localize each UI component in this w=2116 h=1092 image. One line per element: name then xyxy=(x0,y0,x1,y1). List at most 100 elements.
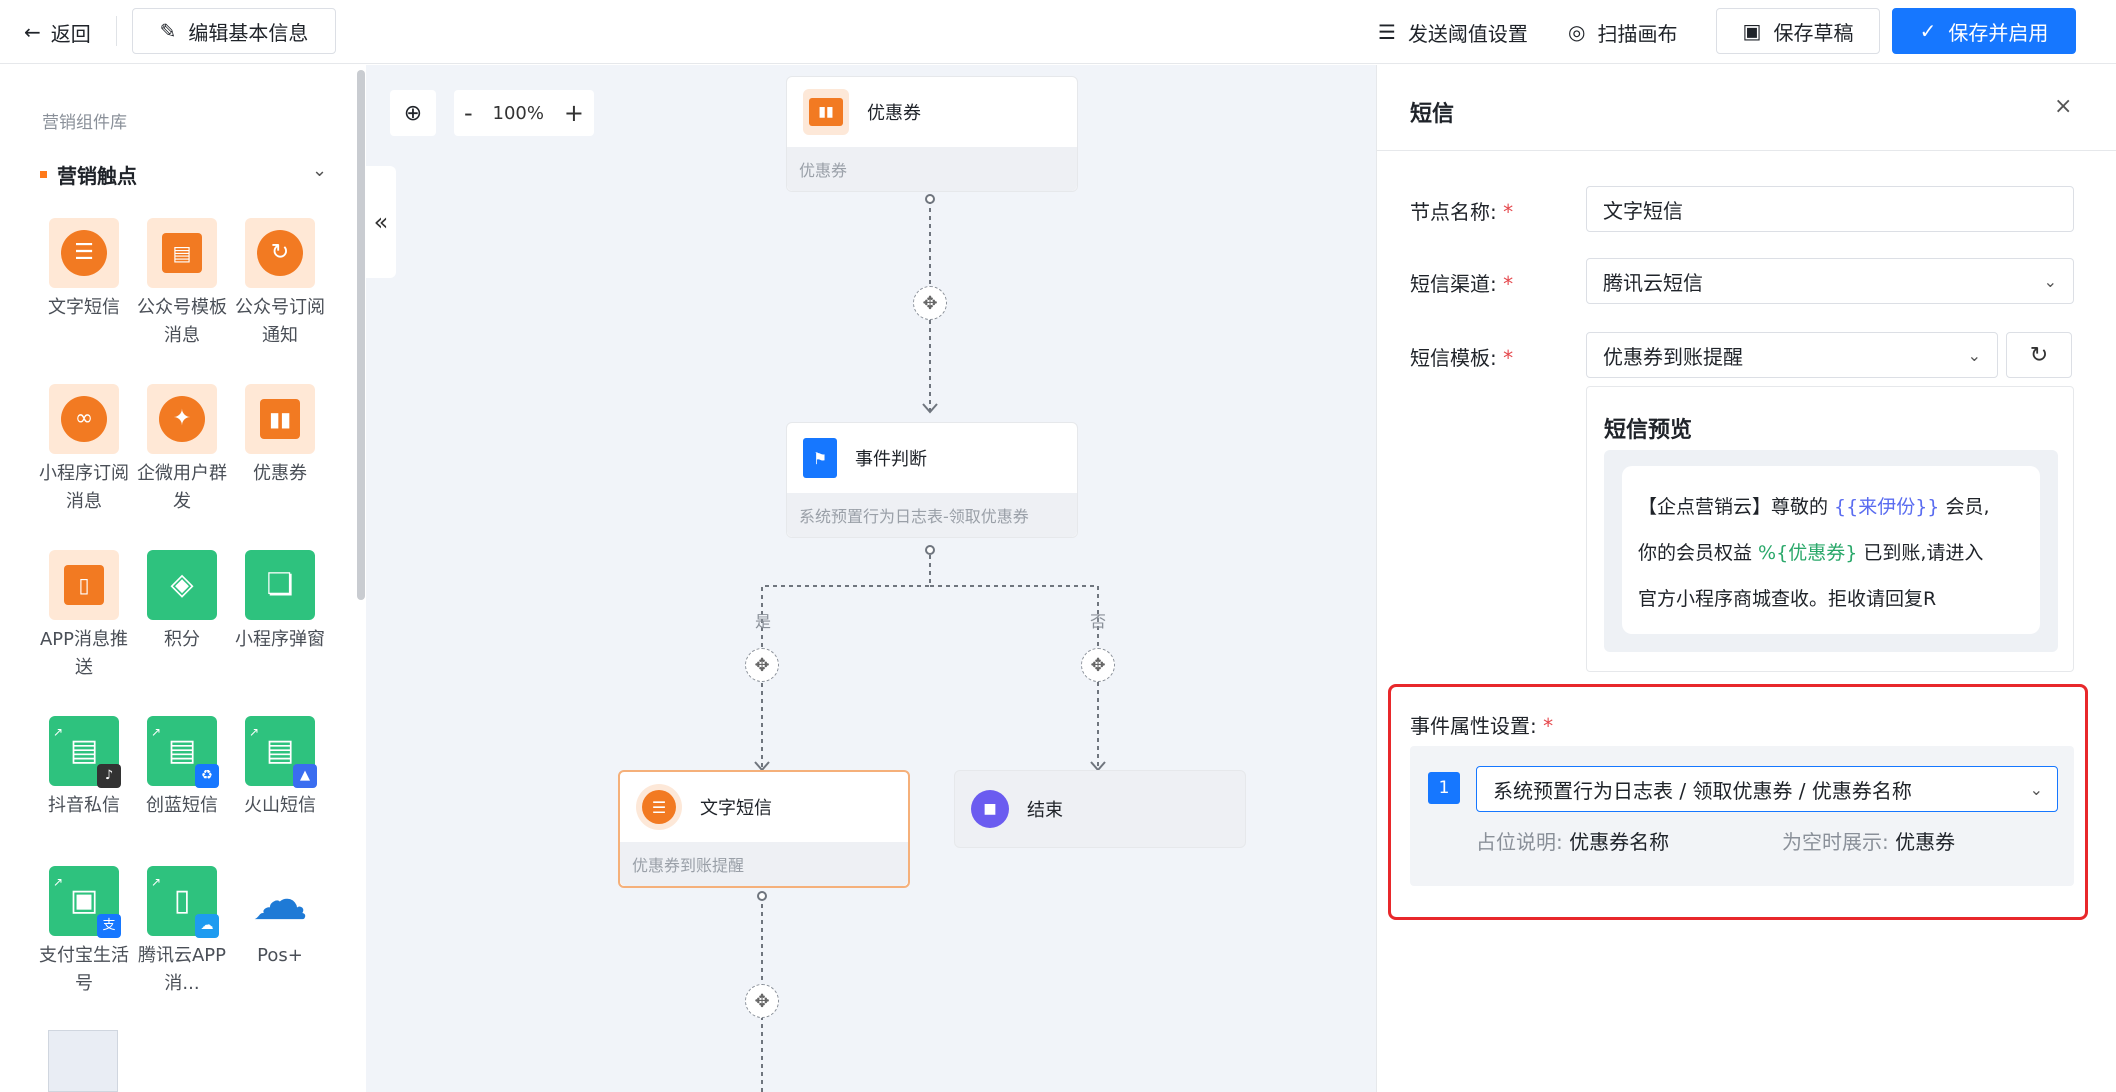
node-title: 优惠券 xyxy=(867,103,921,124)
edit-info-button[interactable]: ✎ 编辑基本信息 xyxy=(132,8,336,54)
save-icon: ▣ xyxy=(1742,19,1762,43)
node-coupon[interactable]: ▮▮ 优惠券 优惠券 xyxy=(786,76,1078,192)
component-label: 火山短信 xyxy=(244,795,316,816)
volcano-sms-icon: ↗▤▲ xyxy=(245,716,317,788)
zoom-control: - 100% + xyxy=(454,90,594,136)
component-label: 优惠券 xyxy=(253,463,307,484)
threshold-settings-link[interactable]: ☰ 发送阈值设置 xyxy=(1378,14,1528,50)
node-desc: 优惠券 xyxy=(787,147,1077,191)
component-coupon[interactable]: ▮▮ 优惠券 xyxy=(232,384,328,488)
scan-label: 扫描画布 xyxy=(1597,21,1678,46)
zoom-in-button[interactable]: + xyxy=(563,99,585,127)
coupon-icon: ▮▮ xyxy=(245,384,315,454)
node-sms[interactable]: ☰ 文字短信 优惠券到账提醒 xyxy=(618,770,910,888)
add-node-button[interactable]: ✥ xyxy=(913,286,947,320)
zoom-out-button[interactable]: - xyxy=(463,99,473,127)
component-subscribe-notice[interactable]: ↻ 公众号订阅通知 xyxy=(232,218,328,350)
template-message-icon: ▤ xyxy=(147,218,217,288)
scan-canvas-link[interactable]: ◎ 扫描画布 xyxy=(1568,14,1677,50)
chevron-down-icon[interactable]: ⌄ xyxy=(312,160,328,181)
event-attr-label: 事件属性设置: * xyxy=(1410,710,1553,739)
meta-key: 占位说明: xyxy=(1476,830,1563,854)
component-miniprogram-popup[interactable]: ❏ 小程序弹窗 xyxy=(232,550,328,654)
meta-value: 优惠券名称 xyxy=(1569,830,1670,854)
empty-display: 为空时展示: 优惠券 xyxy=(1782,826,1955,855)
component-label: 文字短信 xyxy=(48,297,120,318)
add-node-button[interactable]: ✥ xyxy=(745,984,779,1018)
sidebar-scrollbar[interactable] xyxy=(357,70,365,600)
locate-button[interactable]: ⊕ xyxy=(390,90,436,136)
node-title: 事件判断 xyxy=(855,449,927,470)
add-node-button[interactable]: ✥ xyxy=(1081,648,1115,682)
check-icon: ✓ xyxy=(1919,19,1937,43)
sliders-icon: ☰ xyxy=(1378,20,1396,44)
double-chevron-left-icon: « xyxy=(373,208,389,236)
meta-key: 为空时展示: xyxy=(1782,830,1889,854)
save-draft-button[interactable]: ▣ 保存草稿 xyxy=(1716,8,1880,54)
cloud-icon: ☁ xyxy=(252,868,308,933)
node-event-judge[interactable]: ⚑ 事件判断 系统预置行为日志表-领取优惠券 xyxy=(786,422,1078,538)
template-label: 短信模板: * xyxy=(1410,342,1513,371)
component-wecom-broadcast[interactable]: ✦ 企微用户群发 xyxy=(134,384,230,516)
sms-icon: ☰ xyxy=(636,784,682,830)
section-title: 营销触点 xyxy=(57,164,137,188)
save-enable-button[interactable]: ✓ 保存并启用 xyxy=(1892,8,2076,54)
component-app-push[interactable]: ▯ APP消息推送 xyxy=(36,550,132,682)
label-text: 节点名称: xyxy=(1410,200,1497,224)
component-tencent-app-message[interactable]: ↗▯☁ 腾讯云APP消... xyxy=(134,866,230,998)
node-name-input[interactable]: 文字短信 xyxy=(1586,186,2074,232)
stop-icon: ■ xyxy=(971,790,1009,828)
chevron-down-icon: ⌄ xyxy=(1967,345,1981,365)
preview-text: 会员, xyxy=(1939,496,1990,518)
add-node-button[interactable]: ✥ xyxy=(745,648,779,682)
threshold-label: 发送阈值设置 xyxy=(1407,21,1528,46)
preview-text: 已到账,请进入 xyxy=(1857,542,1984,564)
component-pos[interactable]: ☁ Pos+ xyxy=(232,866,328,970)
miniprogram-popup-icon: ❏ xyxy=(245,550,315,620)
select-value: 腾讯云短信 xyxy=(1603,270,1703,295)
event-judge-icon: ⚑ xyxy=(803,438,837,478)
flow-canvas[interactable] xyxy=(366,65,1376,1092)
placeholder-desc: 占位说明: 优惠券名称 xyxy=(1476,826,1669,855)
arrow-left-icon: ← xyxy=(24,20,41,44)
component-points[interactable]: ◈ 积分 xyxy=(134,550,230,654)
preview-text: 你的会员权益 xyxy=(1638,542,1759,564)
required-mark: * xyxy=(1543,714,1554,738)
channel-select[interactable]: 腾讯云短信 ⌄ xyxy=(1586,258,2074,304)
points-icon: ◈ xyxy=(147,550,217,620)
chevron-down-icon: ⌄ xyxy=(2043,271,2057,291)
required-mark: * xyxy=(1503,200,1514,224)
component-volcano-sms[interactable]: ↗▤▲ 火山短信 xyxy=(232,716,328,820)
component-douyin-message[interactable]: ↗▤♪ 抖音私信 xyxy=(36,716,132,820)
chevron-down-icon: ⌄ xyxy=(2029,779,2043,799)
miniprogram-subscribe-icon: ∞ xyxy=(49,384,119,454)
back-button[interactable]: ← 返回 xyxy=(24,14,91,50)
component-template-message[interactable]: ▤ 公众号模板消息 xyxy=(134,218,230,350)
component-alipay-life[interactable]: ↗▣支 支付宝生活号 xyxy=(36,866,132,998)
chuanglan-sms-icon: ↗▤♻ xyxy=(147,716,219,788)
refresh-template-button[interactable]: ↻ xyxy=(2006,332,2072,378)
close-icon[interactable]: × xyxy=(2054,94,2073,119)
component-sms[interactable]: ☰ 文字短信 xyxy=(36,218,132,322)
component-label: 腾讯云APP消... xyxy=(137,945,227,994)
save-draft-label: 保存草稿 xyxy=(1773,20,1854,45)
component-label: 公众号订阅通知 xyxy=(235,297,325,346)
component-thumbnail[interactable] xyxy=(48,1030,118,1092)
node-name-label: 节点名称: * xyxy=(1410,196,1513,225)
subscribe-notice-icon: ↻ xyxy=(245,218,315,288)
required-mark: * xyxy=(1503,346,1514,370)
template-select[interactable]: 优惠券到账提醒⌄ xyxy=(1586,332,1998,378)
section-header[interactable]: 营销触点 xyxy=(40,160,137,189)
collapse-sidebar-button[interactable]: « xyxy=(366,166,396,278)
preview-variable: {{来伊份}} xyxy=(1834,496,1940,518)
branch-yes-label: 是 xyxy=(755,612,772,631)
component-label: 积分 xyxy=(164,629,200,650)
meta-value: 优惠券 xyxy=(1895,830,1956,854)
node-end[interactable]: ■ 结束 xyxy=(954,770,1246,848)
node-desc: 优惠券到账提醒 xyxy=(620,842,908,886)
component-miniprogram-subscribe[interactable]: ∞ 小程序订阅消息 xyxy=(36,384,132,516)
component-chuanglan-sms[interactable]: ↗▤♻ 创蓝短信 xyxy=(134,716,230,820)
component-label: 企微用户群发 xyxy=(137,463,227,512)
preview-title: 短信预览 xyxy=(1604,418,1693,443)
event-attr-select[interactable]: 系统预置行为日志表 / 领取优惠券 / 优惠券名称⌄ xyxy=(1476,766,2058,812)
